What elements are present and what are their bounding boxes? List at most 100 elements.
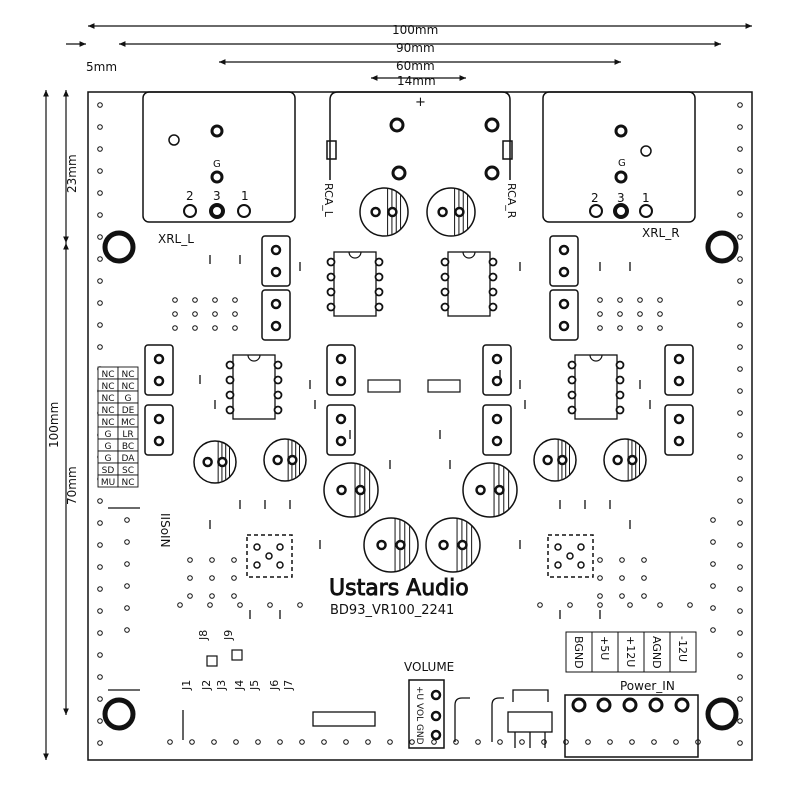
via (97, 542, 103, 548)
via (657, 602, 663, 608)
via (537, 602, 543, 608)
cap-pin (270, 244, 282, 256)
power-pin-box (565, 631, 593, 673)
regulator-pin (554, 561, 562, 569)
via (97, 498, 103, 504)
via (737, 388, 743, 394)
cap-pin (202, 456, 213, 468)
iis-cell-text: NC (101, 370, 114, 380)
opamp-notch (348, 251, 362, 259)
via (97, 520, 103, 526)
pcb-components (97, 102, 743, 746)
ic-pin (440, 287, 450, 297)
ic-pin (488, 287, 498, 297)
via (567, 602, 573, 608)
cap-pin (491, 413, 503, 425)
regulator-footprint (547, 534, 594, 578)
via (737, 124, 743, 130)
via (97, 564, 103, 570)
film-capacitor (144, 404, 174, 456)
film-capacitor (326, 404, 356, 456)
via (267, 602, 273, 608)
dim-100mm-left: 100mm (47, 402, 61, 448)
via (97, 740, 103, 746)
cap-pin (438, 539, 449, 551)
via (207, 602, 213, 608)
ic-pin (488, 272, 498, 282)
via (737, 476, 743, 482)
via (737, 300, 743, 306)
via (209, 557, 215, 563)
via (475, 739, 481, 745)
via (97, 696, 103, 702)
via (657, 311, 663, 317)
xlr-left-pin-g: G (213, 159, 221, 170)
via (209, 575, 215, 581)
ic-pin (326, 272, 336, 282)
via (737, 344, 743, 350)
via (409, 739, 415, 745)
xlr-right-pin-1: 1 (642, 191, 650, 205)
cap-pin (272, 454, 283, 466)
via (177, 602, 183, 608)
via (637, 297, 643, 303)
jumper-label: J3 (215, 680, 228, 691)
dim-70mm: 70mm (65, 466, 79, 505)
ic-pin (440, 302, 450, 312)
power-pin-box (669, 631, 697, 673)
via (189, 739, 195, 745)
via (97, 586, 103, 592)
regulator-pin (276, 561, 284, 569)
via (209, 593, 215, 599)
via (737, 696, 743, 702)
ic-pin (326, 302, 336, 312)
via (97, 168, 103, 174)
via (97, 674, 103, 680)
iis-cell-text: G (125, 394, 132, 404)
dim-5mm: 5mm (86, 60, 117, 74)
via (737, 454, 743, 460)
cap-pin (491, 353, 503, 365)
via (597, 557, 603, 563)
via (617, 297, 623, 303)
cap-pin (370, 206, 381, 218)
rca-right-label: RCA_R (505, 183, 518, 219)
via (97, 630, 103, 636)
via (97, 322, 103, 328)
cap-pin (491, 375, 503, 387)
iis-cell-text: DE (122, 406, 135, 416)
via (597, 325, 603, 331)
dim-90mm: 90mm (396, 41, 435, 55)
film-capacitor (549, 289, 579, 341)
via (212, 325, 218, 331)
via (97, 718, 103, 724)
via (232, 297, 238, 303)
ic-pin (374, 257, 384, 267)
power-pin-label: +5U (598, 636, 611, 660)
cap-pin (558, 298, 570, 310)
via (299, 739, 305, 745)
via (619, 575, 625, 581)
iis-cell-text: G (105, 442, 112, 452)
jumper-label: J6 (268, 680, 281, 691)
regulator-pin (554, 543, 562, 551)
cap-pin (387, 206, 398, 218)
power-in-label: Power_IN (620, 679, 675, 693)
cap-pin (153, 353, 165, 365)
ic-pin (326, 257, 336, 267)
ic-pin (225, 375, 235, 385)
regulator-pin (265, 552, 273, 560)
via (710, 605, 716, 611)
iis-cell-text: NC (101, 406, 114, 416)
cap-pin (558, 244, 570, 256)
rca-plus: + (415, 95, 426, 110)
via (97, 212, 103, 218)
via (124, 517, 130, 523)
xlr-right-pin-g: G (618, 158, 626, 169)
via (737, 652, 743, 658)
iis-cell-text: NC (121, 382, 134, 392)
via (97, 234, 103, 240)
via (585, 739, 591, 745)
via (710, 517, 716, 523)
